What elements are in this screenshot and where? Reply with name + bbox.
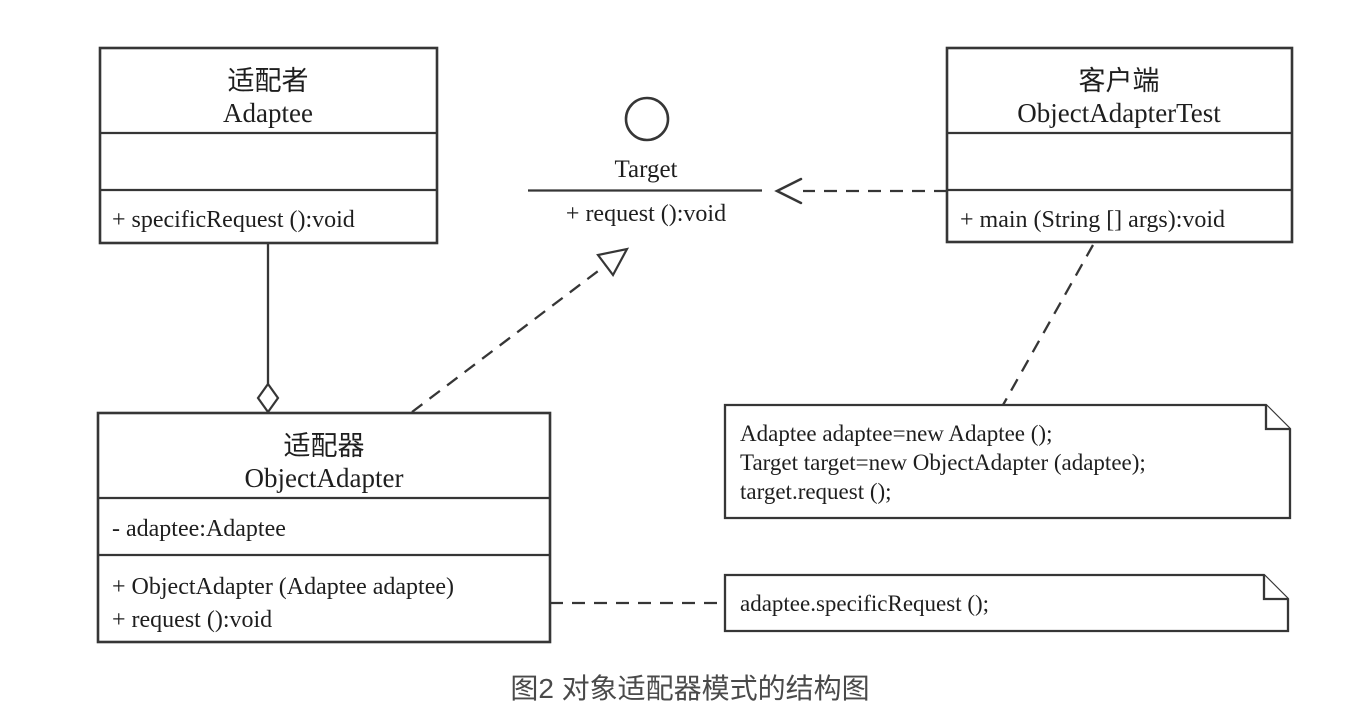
client-class-box xyxy=(945,46,1294,244)
adapter-method-request: + request ():void xyxy=(112,607,272,633)
note-adapter-code: adaptee.specificRequest (); xyxy=(723,573,1290,633)
adaptee-method: + specificRequest ():void xyxy=(112,207,355,233)
adapter-attribute: - adaptee:Adaptee xyxy=(112,516,286,542)
client-class-name: ObjectAdapterTest xyxy=(1017,98,1221,128)
dependency-arrowhead-icon xyxy=(774,177,803,205)
note-client-shape xyxy=(723,403,1292,520)
note-adapter-fold-icon xyxy=(1262,575,1288,601)
adapter-class: 适配器 ObjectAdapter - adaptee:Adaptee + Ob… xyxy=(96,411,552,644)
note-client-line1: Adaptee adaptee=new Adaptee (); xyxy=(740,421,1052,446)
aggregation-diamond-icon xyxy=(256,382,280,414)
adaptee-class-name: Adaptee xyxy=(223,98,313,128)
note-client-code: Adaptee adaptee=new Adaptee (); Target t… xyxy=(723,403,1292,520)
adaptee-class-box xyxy=(98,46,439,245)
interface-circle-icon xyxy=(624,96,670,142)
adapter-title-cn: 适配器 xyxy=(284,431,365,461)
adaptee-title-cn: 适配者 xyxy=(228,66,309,96)
note-adapter-shape xyxy=(723,573,1290,633)
client-class: 客户端 ObjectAdapterTest + main (String [] … xyxy=(945,46,1294,244)
client-title-cn: 客户端 xyxy=(1079,66,1160,96)
client-method: + main (String [] args):void xyxy=(960,207,1225,233)
note-link-client xyxy=(1001,244,1095,406)
realization-triangle-icon xyxy=(596,247,630,278)
dependency-arrow xyxy=(774,177,947,205)
note-adapter-line1: adaptee.specificRequest (); xyxy=(740,591,989,616)
adapter-class-name: ObjectAdapter xyxy=(245,463,404,493)
target-interface-method: + request ():void xyxy=(566,201,726,227)
adapter-method-constructor: + ObjectAdapter (Adaptee adaptee) xyxy=(112,574,454,600)
adapter-class-box xyxy=(96,411,552,644)
realization-arrow xyxy=(411,247,630,413)
adaptee-class: 适配者 Adaptee + specificRequest ():void xyxy=(98,46,439,245)
realization-line xyxy=(411,264,607,413)
note-client-fold-icon xyxy=(1264,405,1290,431)
aggregation-link xyxy=(256,243,280,414)
target-interface: Target + request ():void xyxy=(528,96,762,227)
figure-caption: 图2 对象适配器模式的结构图 xyxy=(510,673,869,704)
target-interface-name: Target xyxy=(614,156,677,183)
note-client-line3: target.request (); xyxy=(740,479,892,504)
note-client-line2: Target target=new ObjectAdapter (adaptee… xyxy=(740,450,1146,475)
